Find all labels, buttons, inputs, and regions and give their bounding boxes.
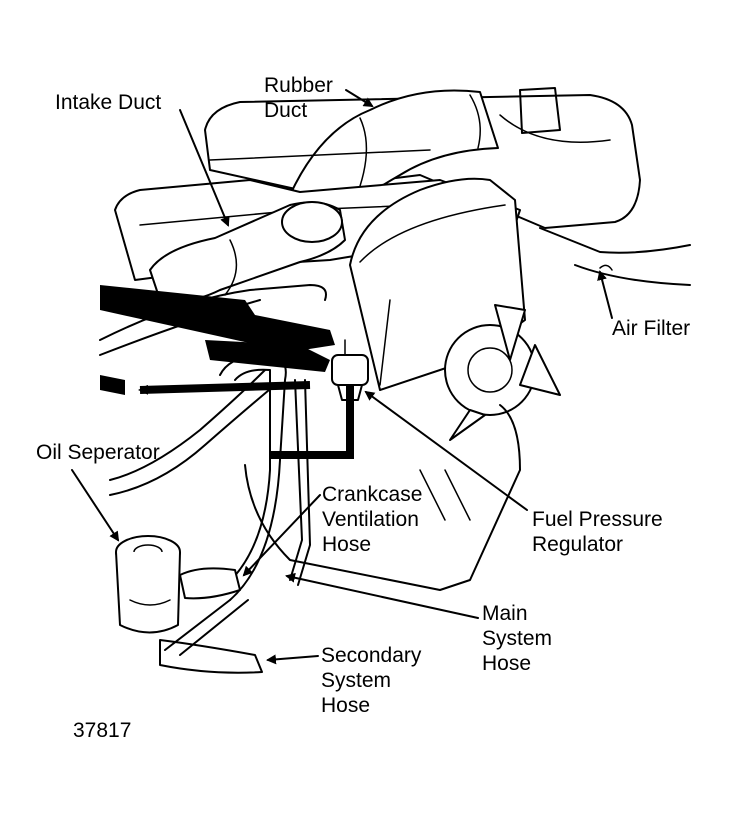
label-intake-duct: Intake Duct — [55, 91, 162, 114]
label-fuel-pressure-regulator: Fuel Pressure Regulator — [532, 507, 663, 557]
label-crankcase-line-3: Hose — [322, 533, 372, 556]
hoses — [99, 284, 327, 674]
label-oil-separator: Oil Seperator — [36, 441, 160, 464]
oil-separator — [115, 535, 181, 634]
label-main-system-hose: Main System Hose — [482, 601, 552, 676]
label-crankcase-line-1: Crankcase — [322, 483, 423, 506]
label-main-line-3: Hose — [482, 652, 532, 675]
label-secondary-line-1: Secondary — [321, 644, 422, 667]
label-secondary-system-hose: Secondary System Hose — [321, 643, 421, 718]
label-crankcase-ventilation-hose: Crankcase Ventilation Hose — [322, 482, 422, 557]
label-fpr-line-2: Regulator — [532, 533, 624, 556]
label-main-line-1: Main — [482, 602, 528, 625]
label-rubber-duct-line-1: Rubber — [264, 74, 333, 97]
label-crankcase-line-2: Ventilation — [322, 508, 419, 531]
label-rubber-duct-line-2: Duct — [264, 99, 308, 122]
leader-arrows — [71, 89, 613, 665]
figure-id: 37817 — [73, 719, 132, 742]
label-fpr-line-1: Fuel Pressure — [532, 508, 663, 531]
fan — [444, 304, 561, 441]
label-rubber-duct: Rubber Duct — [264, 73, 333, 123]
label-main-line-2: System — [482, 627, 553, 650]
label-air-filter: Air Filter — [612, 317, 691, 340]
label-secondary-line-2: System — [321, 669, 392, 692]
fuel-pressure-regulator-part — [331, 339, 369, 401]
engine-block — [244, 404, 521, 591]
label-secondary-line-3: Hose — [321, 694, 371, 717]
